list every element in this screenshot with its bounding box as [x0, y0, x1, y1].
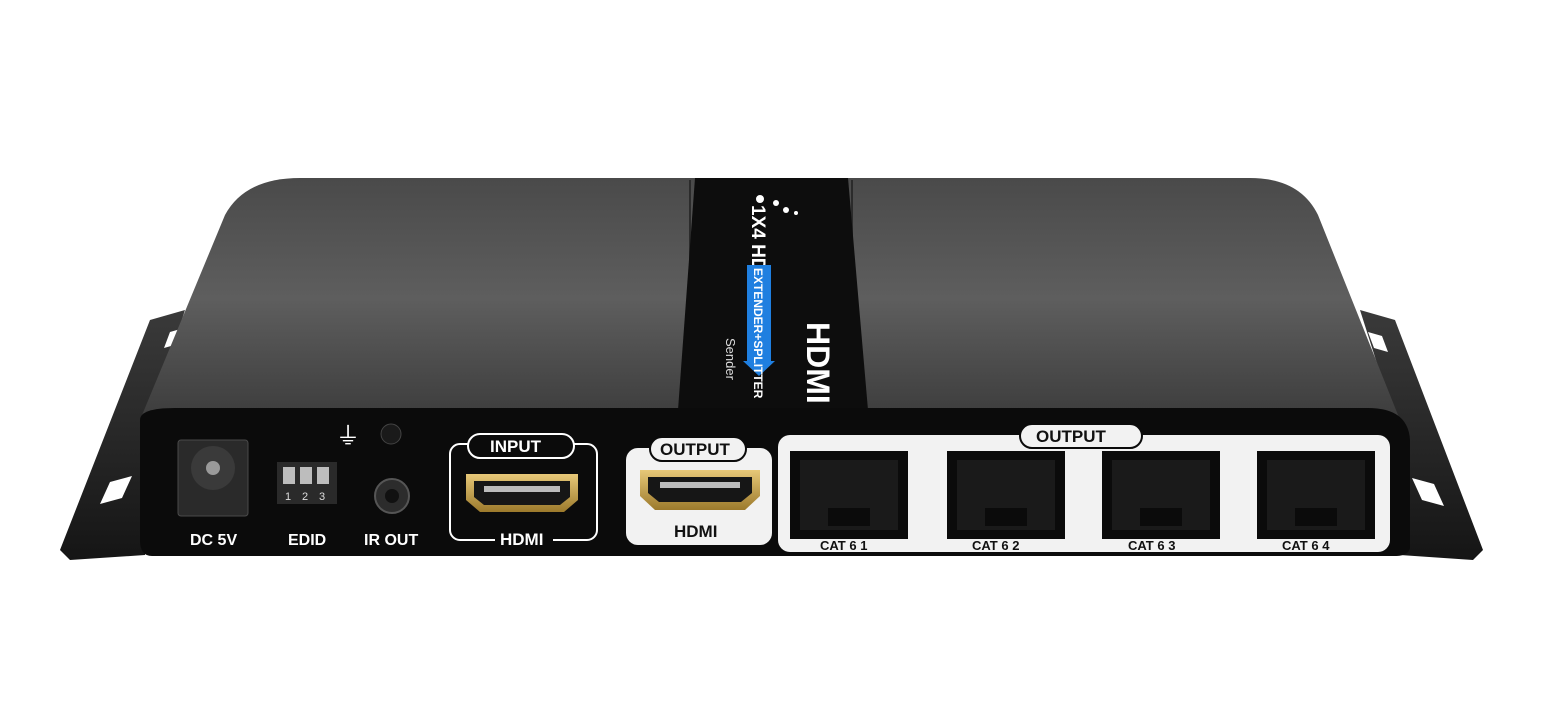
cat-port-3-label: CAT 6 3 [1128, 538, 1175, 553]
cat-output-group: OUTPUT CAT 6 1 CAT 6 2 CAT 6 3 CAT 6 4 [778, 423, 1390, 553]
rj45-port-2[interactable] [947, 451, 1065, 539]
ground-screw [380, 423, 402, 445]
cat-port-1-label: CAT 6 1 [820, 538, 867, 553]
edid-switch-1: 1 [285, 491, 291, 503]
input-port-label: HDMI [500, 530, 543, 549]
hdmi-output-group: OUTPUT HDMI [626, 436, 772, 545]
rj45-port-1[interactable] [790, 451, 908, 539]
edid-label: EDID [288, 532, 326, 549]
label-tag-bar [747, 265, 771, 361]
edid-dip-switch[interactable]: 1 2 3 [277, 462, 337, 504]
ir-out-label: IR OUT [364, 532, 418, 549]
dc-power-jack[interactable] [177, 439, 249, 517]
right-mounting-flange [1360, 310, 1483, 560]
cat-port-4-label: CAT 6 4 [1282, 538, 1330, 553]
output-hdmi-title: OUTPUT [660, 440, 731, 459]
hdmi-input-port[interactable] [466, 474, 578, 512]
top-label-strip: 1X4 HDMI EXTENDER+SPLITTER Sender HDMI [678, 178, 868, 410]
signal-dots-icon [756, 195, 798, 215]
label-tag-arrow [743, 361, 775, 376]
ir-out-jack[interactable] [374, 478, 410, 514]
edid-switch-3: 3 [319, 491, 325, 503]
dc-label: DC 5V [190, 532, 237, 549]
edid-switch-2: 2 [302, 491, 308, 503]
rj45-port-3[interactable] [1102, 451, 1220, 539]
label-role: Sender [723, 338, 738, 381]
rj45-port-4[interactable] [1257, 451, 1375, 539]
cat-port-2-label: CAT 6 2 [972, 538, 1019, 553]
input-title: INPUT [490, 437, 542, 456]
output-cat-title: OUTPUT [1036, 427, 1107, 446]
brand-logo: HDMI [800, 322, 836, 404]
label-tag: EXTENDER+SPLITTER [751, 268, 765, 399]
hdmi-output-port[interactable] [640, 470, 760, 510]
ground-icon: ⏚ [336, 423, 360, 450]
hdmi-input-group: INPUT HDMI [449, 433, 598, 549]
output-hdmi-label: HDMI [674, 522, 717, 541]
